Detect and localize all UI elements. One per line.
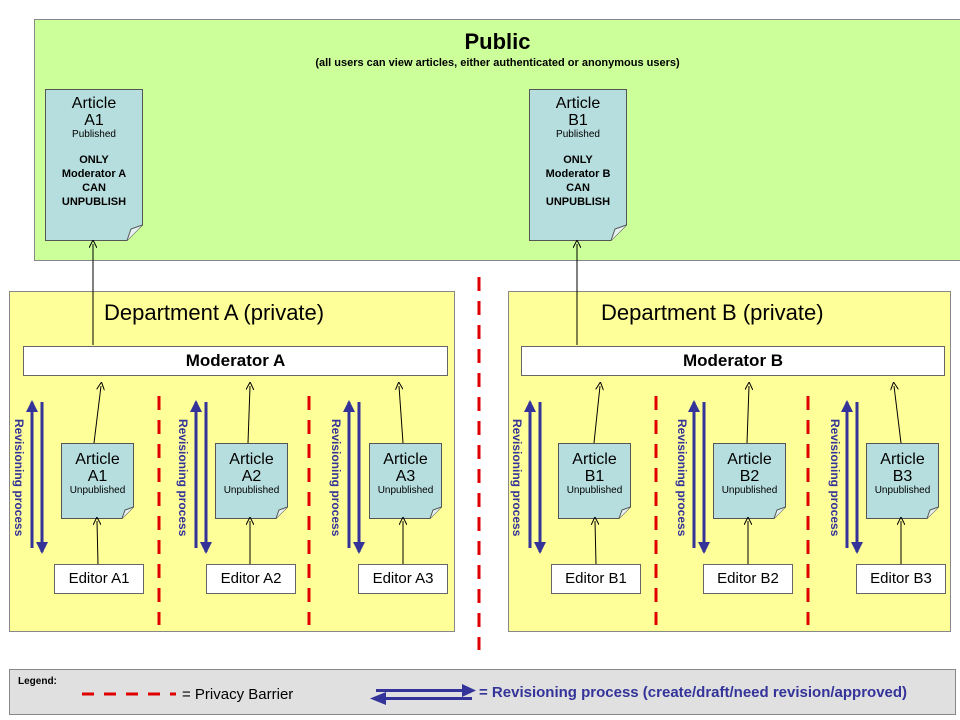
- draft-arrow-a1: [97, 521, 98, 565]
- legend-symbols: [82, 684, 476, 705]
- article-title: Article: [727, 451, 772, 468]
- dept-a-article-a1: Article A1 Unpublished: [61, 443, 134, 519]
- submit-arrow-a3: [399, 386, 404, 444]
- legend-privacy-text: = Privacy Barrier: [182, 686, 294, 703]
- editor-b2: Editor B2: [703, 564, 793, 594]
- article-status: Unpublished: [377, 485, 434, 496]
- editor-a2: Editor A2: [206, 564, 296, 594]
- moderator-a: Moderator A: [23, 346, 448, 376]
- dept-a-article-a3: Article A3 Unpublished: [369, 443, 442, 519]
- editor-b1: Editor B1: [551, 564, 641, 594]
- article-title: Article: [383, 451, 428, 468]
- moderator-b: Moderator B: [521, 346, 945, 376]
- revisioning-label: Revisioning process: [12, 419, 26, 537]
- submit-arrow-a1: [93, 386, 101, 444]
- document-icon: [369, 443, 442, 519]
- legend: Legend: = Privacy Barrier = Revisioning …: [9, 669, 956, 715]
- revisioning-label: Revisioning process: [675, 419, 689, 537]
- dept-b-article-b3: Article B3 Unpublished: [866, 443, 939, 519]
- revisioning-label: Revisioning process: [510, 419, 524, 537]
- editor-b3: Editor B3: [856, 564, 946, 594]
- public-subtitle: (all users can view articles, either aut…: [315, 57, 680, 69]
- public-zone: Public (all users can view articles, eit…: [34, 19, 960, 261]
- editor-a3: Editor A3: [358, 564, 448, 594]
- article-id: A1: [84, 112, 104, 129]
- document-icon: [45, 89, 143, 241]
- public-article-a1: Article A1 Published ONLY Moderator A CA…: [45, 89, 143, 241]
- public-article-b1: Article B1 Published ONLY Moderator B CA…: [529, 89, 627, 241]
- document-icon: [713, 443, 786, 519]
- revisioning-label: Revisioning process: [828, 419, 842, 537]
- draft-arrow-b1: [595, 521, 596, 565]
- article-status: Unpublished: [69, 485, 126, 496]
- article-note: ONLY Moderator A CAN UNPUBLISH: [61, 154, 127, 208]
- article-status: Published: [556, 129, 600, 140]
- dept-a-article-a2: Article A2 Unpublished: [215, 443, 288, 519]
- submit-arrow-b1: [593, 386, 600, 444]
- article-id: B3: [892, 468, 913, 485]
- article-status: Unpublished: [721, 485, 778, 496]
- dept-b-article-b1: Article B1 Unpublished: [558, 443, 631, 519]
- article-status: Unpublished: [566, 485, 623, 496]
- document-icon: [558, 443, 631, 519]
- revisioning-label: Revisioning process: [176, 419, 190, 537]
- article-status: Unpublished: [874, 485, 931, 496]
- document-icon: [215, 443, 288, 519]
- submit-arrow-a2: [248, 386, 250, 444]
- article-id: B1: [584, 468, 605, 485]
- revision-arrow-symbol: [370, 684, 476, 705]
- article-title: Article: [880, 451, 925, 468]
- submit-arrow-b3: [894, 386, 902, 444]
- article-title: Article: [572, 451, 617, 468]
- article-title: Article: [71, 95, 117, 112]
- article-id: B1: [568, 112, 588, 129]
- legend-revisioning-text: = Revisioning process (create/draft/need…: [479, 684, 908, 701]
- document-icon: [61, 443, 134, 519]
- article-id: A1: [87, 468, 108, 485]
- submit-arrow-b2: [747, 386, 749, 444]
- legend-label: Legend:: [18, 676, 57, 687]
- article-id: A2: [241, 468, 262, 485]
- article-title: Article: [229, 451, 274, 468]
- article-status: Published: [72, 129, 116, 140]
- article-status: Unpublished: [223, 485, 280, 496]
- article-id: B2: [739, 468, 760, 485]
- department-a-title: Department A (private): [104, 300, 325, 325]
- editor-a1: Editor A1: [54, 564, 144, 594]
- document-icon: [529, 89, 627, 241]
- article-title: Article: [75, 451, 120, 468]
- document-icon: [866, 443, 939, 519]
- article-id: A3: [395, 468, 416, 485]
- department-b-title: Department B (private): [601, 300, 824, 325]
- public-title: Public: [464, 29, 531, 54]
- dept-b-article-b2: Article B2 Unpublished: [713, 443, 786, 519]
- revision-arrows: [26, 400, 863, 554]
- article-title: Article: [555, 95, 601, 112]
- revisioning-label: Revisioning process: [329, 419, 343, 537]
- article-note: ONLY Moderator B CAN UNPUBLISH: [545, 154, 611, 208]
